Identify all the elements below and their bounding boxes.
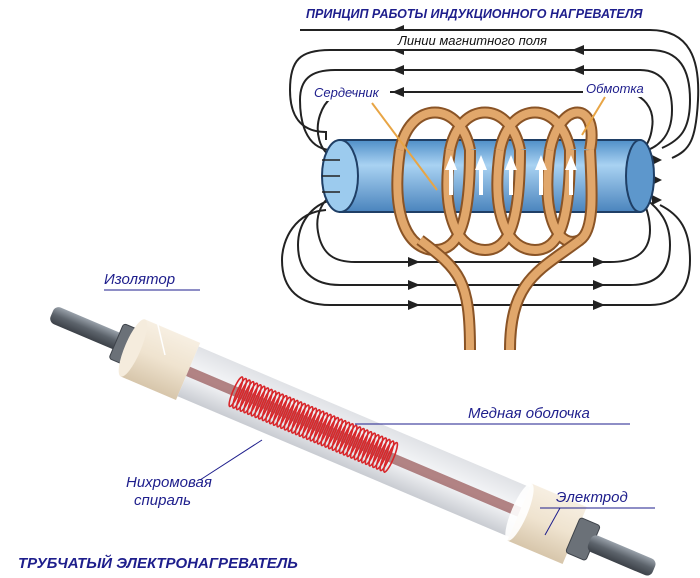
spiral-turn [316,413,332,445]
spiral-turn [254,387,270,419]
field-arrow [572,45,584,55]
coil-back-highlight [396,108,596,151]
nichrome-spiral [228,376,399,473]
field-arrow [652,155,662,165]
spiral-turn [342,424,358,456]
magnetic-field-lines [280,25,700,310]
spiral-turn [309,410,325,442]
spiral-turn [375,438,391,470]
spiral-turn [268,393,285,425]
spiral-turn [368,435,384,467]
spiral-turn [243,382,259,414]
spiral-turn [228,376,244,408]
spiral-turn [294,404,310,436]
spiral-turn [301,407,318,439]
spiral-turn [346,426,362,458]
spiral-turn [283,399,299,431]
spiral-turn [239,380,255,412]
core-label: Сердечник [314,85,380,100]
tubular-heater-body [50,307,656,576]
nichrome-label-line2: спираль [134,492,191,509]
field-arrow [392,87,404,97]
spiral-turn [331,419,347,452]
spiral-turn [360,432,377,464]
field-line-lower-3 [316,189,652,263]
insulator-label: Изолятор [104,271,175,288]
spiral-turn [353,429,369,461]
core-pointer [371,102,438,191]
spiral-turn [324,416,340,448]
spiral-turn [246,383,262,416]
insulator-cap-right-edge [505,483,534,541]
spiral-turn [335,421,351,453]
field-line-upper-outer [300,29,700,159]
field-arrow [652,195,662,205]
core-end-right [625,139,655,213]
spiral-turn [327,418,344,450]
tubular-title: ТРУБЧАТЫЙ ЭЛЕКТРОНАГРЕВАТЕЛЬ [18,554,298,572]
field-line-lower-1 [280,204,692,306]
inner-rod [186,366,522,517]
spiral-turn [290,402,307,434]
spiral-turn [313,412,329,444]
field-arrow [593,257,605,267]
spiral-turn [272,394,288,427]
field-lines-label: Линии магнитного поля [397,33,547,48]
core-cylinder [321,139,655,213]
core-label-bg [312,83,390,101]
insulator-pointer [149,290,166,356]
spiral-turn [257,388,274,420]
field-arrow [392,65,404,75]
spiral-turn [305,408,321,441]
coil-leads-highlight [417,236,583,351]
spiral-turn [338,423,355,455]
copper-shell-label: Медная оболочка [468,405,590,422]
field-line-lower-2 [296,197,672,286]
electrode-rod-left [50,307,128,352]
spiral-turn [232,377,248,409]
field-label-bg [394,31,572,49]
field-arrow [593,300,605,310]
field-arrow [408,280,420,290]
spiral-turn [261,390,277,422]
electrode-pointer [544,507,561,536]
field-line-upper-2 [298,69,674,151]
electrode-label: Электрод [556,489,628,506]
spiral-turn [298,405,314,437]
field-arrow [408,300,420,310]
spiral-turn [349,427,366,459]
spiral-turn [379,440,395,472]
field-line-upper-1 [288,49,692,149]
winding-label: Обмотка [586,81,644,96]
induction-title: ПРИНЦИП РАБОТЫ ИНДУКЦИОННОГО НАГРЕВАТЕЛЯ [306,7,643,21]
field-arrow [593,280,605,290]
spiral-turn [382,441,399,473]
spiral-turn [357,430,373,463]
spiral-turn [265,391,281,423]
spiral-turn [235,379,251,411]
nichrome-label-line1: Нихромовая [126,474,212,491]
spiral-turn [371,437,388,469]
winding-coil [391,106,598,351]
insulator-cap-left-end [118,319,148,377]
winding-label-bg [583,79,649,97]
spiral-turn [276,396,292,428]
electrode-rod-right [587,535,656,576]
field-arrow [408,257,420,267]
tubular-heater-diagram: Изолятор Медная оболочка Нихромовая спир… [18,271,656,576]
induction-heater-diagram: ПРИНЦИП РАБОТЫ ИНДУКЦИОННОГО НАГРЕВАТЕЛЯ [280,7,700,351]
field-line-upper-3 [316,91,654,159]
spiral-turn [364,433,380,466]
spiral-turn [250,385,266,417]
field-arrow [572,65,584,75]
spiral-turn [279,398,296,430]
spiral-turn [287,401,303,433]
winding-pointer [581,96,606,136]
core-current-arrows [445,155,577,195]
nichrome-pointer [199,439,263,481]
spiral-turn [320,415,336,447]
